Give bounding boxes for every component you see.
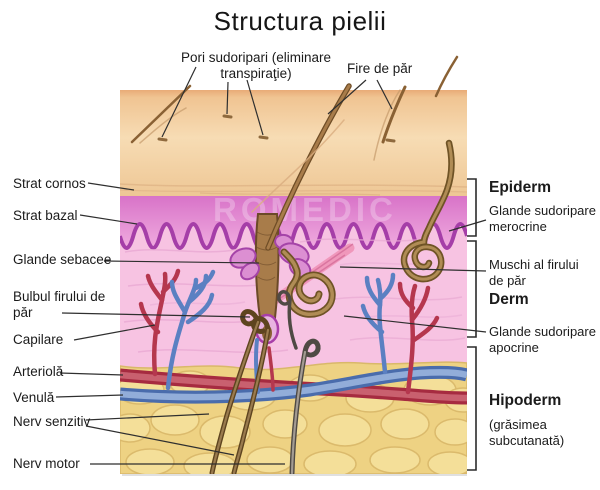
label-capilare: Capilare (13, 332, 64, 347)
label-bulbul-firului: Bulbul firului de păr (13, 289, 106, 321)
page-title: Structura pielii (213, 6, 387, 36)
hipoderm-bracket (467, 346, 477, 471)
label-hipoderm: Hipoderm (489, 392, 562, 409)
label-epiderm: Epiderm (489, 179, 552, 196)
apocrine-gland-coil (280, 248, 336, 318)
layer-brackets (467, 178, 477, 471)
venule-vessel (120, 365, 467, 404)
basal-wavy-line (120, 222, 467, 250)
label-derm: Derm (489, 291, 529, 308)
label-strat-bazal: Strat bazal (13, 208, 78, 223)
label-glande-sebacee: Glande sebacee (13, 252, 112, 267)
derm-bracket (467, 240, 477, 338)
image-bottom-edge (122, 474, 467, 476)
epiderm-bracket (467, 178, 477, 237)
label-grasimea-subcutanata: (grăsimea subcutanată) (489, 417, 565, 448)
sensory-nerves (209, 309, 271, 474)
sweat-pores (157, 114, 396, 143)
motor-nerve (277, 290, 321, 474)
label-fire-de-par: Fire de păr (347, 61, 413, 76)
label-glande-merocrine: Glande sudoripare merocrine (489, 203, 596, 234)
leader-lines (55, 66, 487, 465)
merocrine-gland-coil (400, 139, 455, 283)
label-muschi-firului: Muschi al firului de păr (489, 257, 579, 288)
watermark-text: ROMEDIC (213, 191, 397, 228)
capillaries-right (360, 272, 440, 395)
label-pori-sudoripari: Pori sudoripari (eliminare transpiraţie) (180, 50, 332, 82)
label-nerv-motor: Nerv motor (13, 456, 80, 471)
label-nerv-senzitiv: Nerv senzitiv (13, 414, 91, 429)
epidermis-layer (120, 196, 467, 250)
capillaries-left (138, 268, 216, 391)
label-strat-cornos: Strat cornos (13, 176, 86, 191)
stratum-corneum-layer (120, 90, 467, 200)
label-venula: Venulă (13, 390, 55, 405)
label-arteriola: Arteriolă (13, 364, 64, 379)
label-glande-apocrine: Glande sudoripare apocrine (489, 324, 596, 355)
